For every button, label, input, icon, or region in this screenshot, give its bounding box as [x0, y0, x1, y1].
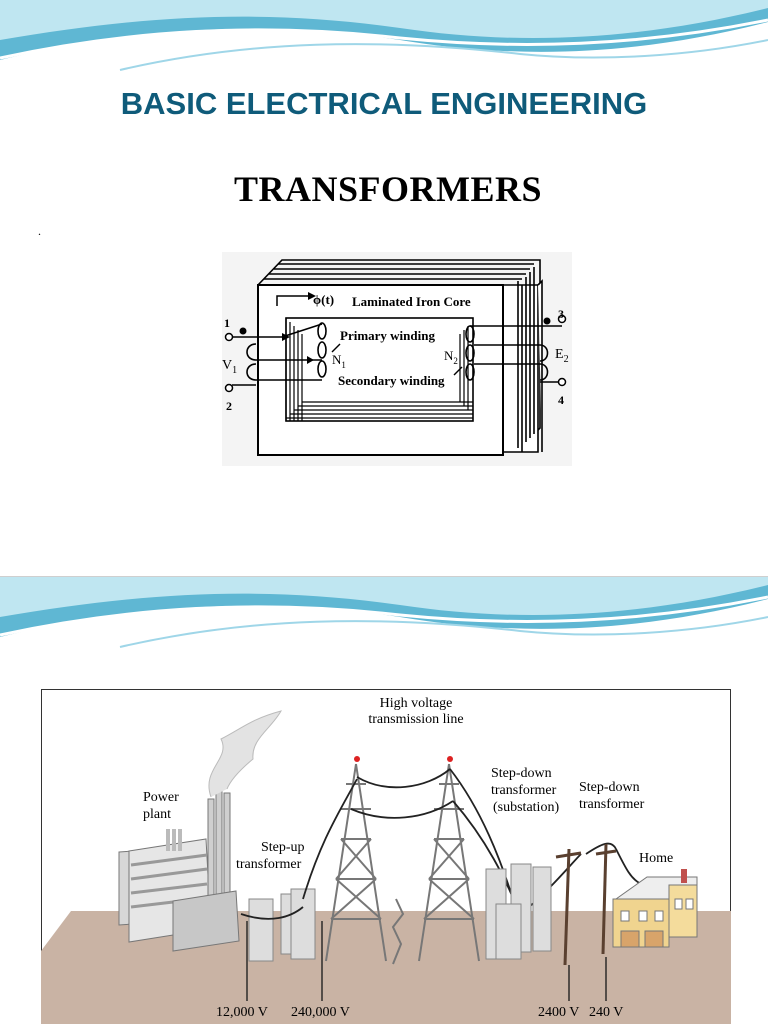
- power-plant-label-2: plant: [143, 807, 171, 822]
- power-plant-label-1: Power: [143, 790, 179, 805]
- step-up-label-2: transformer: [236, 857, 302, 872]
- core-label: Laminated Iron Core: [352, 294, 471, 309]
- slide-power-distribution: High voltage transmission line Power pla…: [0, 577, 768, 1024]
- substation-label-3: (substation): [493, 800, 559, 815]
- terminal-1-dot: [224, 332, 234, 342]
- terminal-4-label: 4: [558, 393, 564, 407]
- power-plant: [118, 710, 283, 952]
- header-wave-decoration: [0, 0, 768, 71]
- voltage-markers: [246, 921, 607, 1001]
- substation-label-1: Step-down: [491, 766, 552, 781]
- power-distribution-illustration: High voltage transmission line Power pla…: [41, 689, 731, 1024]
- primary-polarity-dot: [239, 327, 247, 335]
- substation-label-2: transformer: [491, 783, 557, 798]
- primary-winding-label: Primary winding: [340, 328, 435, 343]
- secondary-winding-label: Secondary winding: [338, 373, 445, 388]
- transformer-diagram: ϕ(t) Laminated Iron Core 1 2 V1 Primary …: [222, 252, 572, 466]
- core-window: [285, 317, 474, 422]
- utility-poles: [555, 843, 617, 966]
- terminal-4-dot: [557, 377, 567, 387]
- transmission-tower-left: [325, 763, 387, 962]
- terminal-2-dot: [224, 383, 234, 393]
- step-up-label-1: Step-up: [261, 840, 305, 855]
- step-down-label-2: transformer: [579, 797, 645, 812]
- slide-title: BASIC ELECTRICAL ENGINEERING: [120, 86, 648, 121]
- slide-transformers: BASIC ELECTRICAL ENGINEERING TRANSFORMER…: [0, 0, 768, 577]
- beacon-left: [354, 756, 360, 762]
- terminal-3-dot: [557, 314, 567, 324]
- hv-line-label-1: High voltage: [380, 696, 453, 711]
- voltage-240000: 240,000 V: [291, 1005, 350, 1020]
- step-up-transformer: [248, 888, 316, 962]
- secondary-polarity-dot: [543, 317, 551, 325]
- terminal-2-label: 2: [226, 399, 232, 413]
- home-building: [612, 869, 698, 948]
- stray-mark: .: [38, 224, 41, 238]
- terminal-3-label: 3: [558, 307, 564, 321]
- n1-label: N1: [332, 352, 346, 370]
- substation-transformer: [485, 863, 552, 960]
- voltage-240: 240 V: [589, 1005, 623, 1020]
- primary-winding-coils: [232, 322, 327, 386]
- flux-label: ϕ(t): [313, 292, 334, 307]
- terminal-1-label: 1: [224, 316, 230, 330]
- home-label: Home: [639, 851, 673, 866]
- step-down-label-1: Step-down: [579, 780, 640, 795]
- beacon-right: [447, 756, 453, 762]
- slide-subtitle: TRANSFORMERS: [233, 169, 543, 209]
- e2-label: E2: [555, 347, 569, 365]
- header-wave-decoration-2: [0, 577, 768, 648]
- voltage-12000: 12,000 V: [216, 1005, 268, 1020]
- v1-label: V1: [222, 358, 237, 376]
- secondary-winding-coils: [465, 325, 562, 383]
- break-mark: [391, 898, 405, 965]
- transmission-tower-right: [418, 763, 480, 962]
- voltage-2400: 2400 V: [538, 1005, 579, 1020]
- n2-label: N2: [444, 348, 458, 366]
- hv-line-label-2: transmission line: [368, 712, 463, 727]
